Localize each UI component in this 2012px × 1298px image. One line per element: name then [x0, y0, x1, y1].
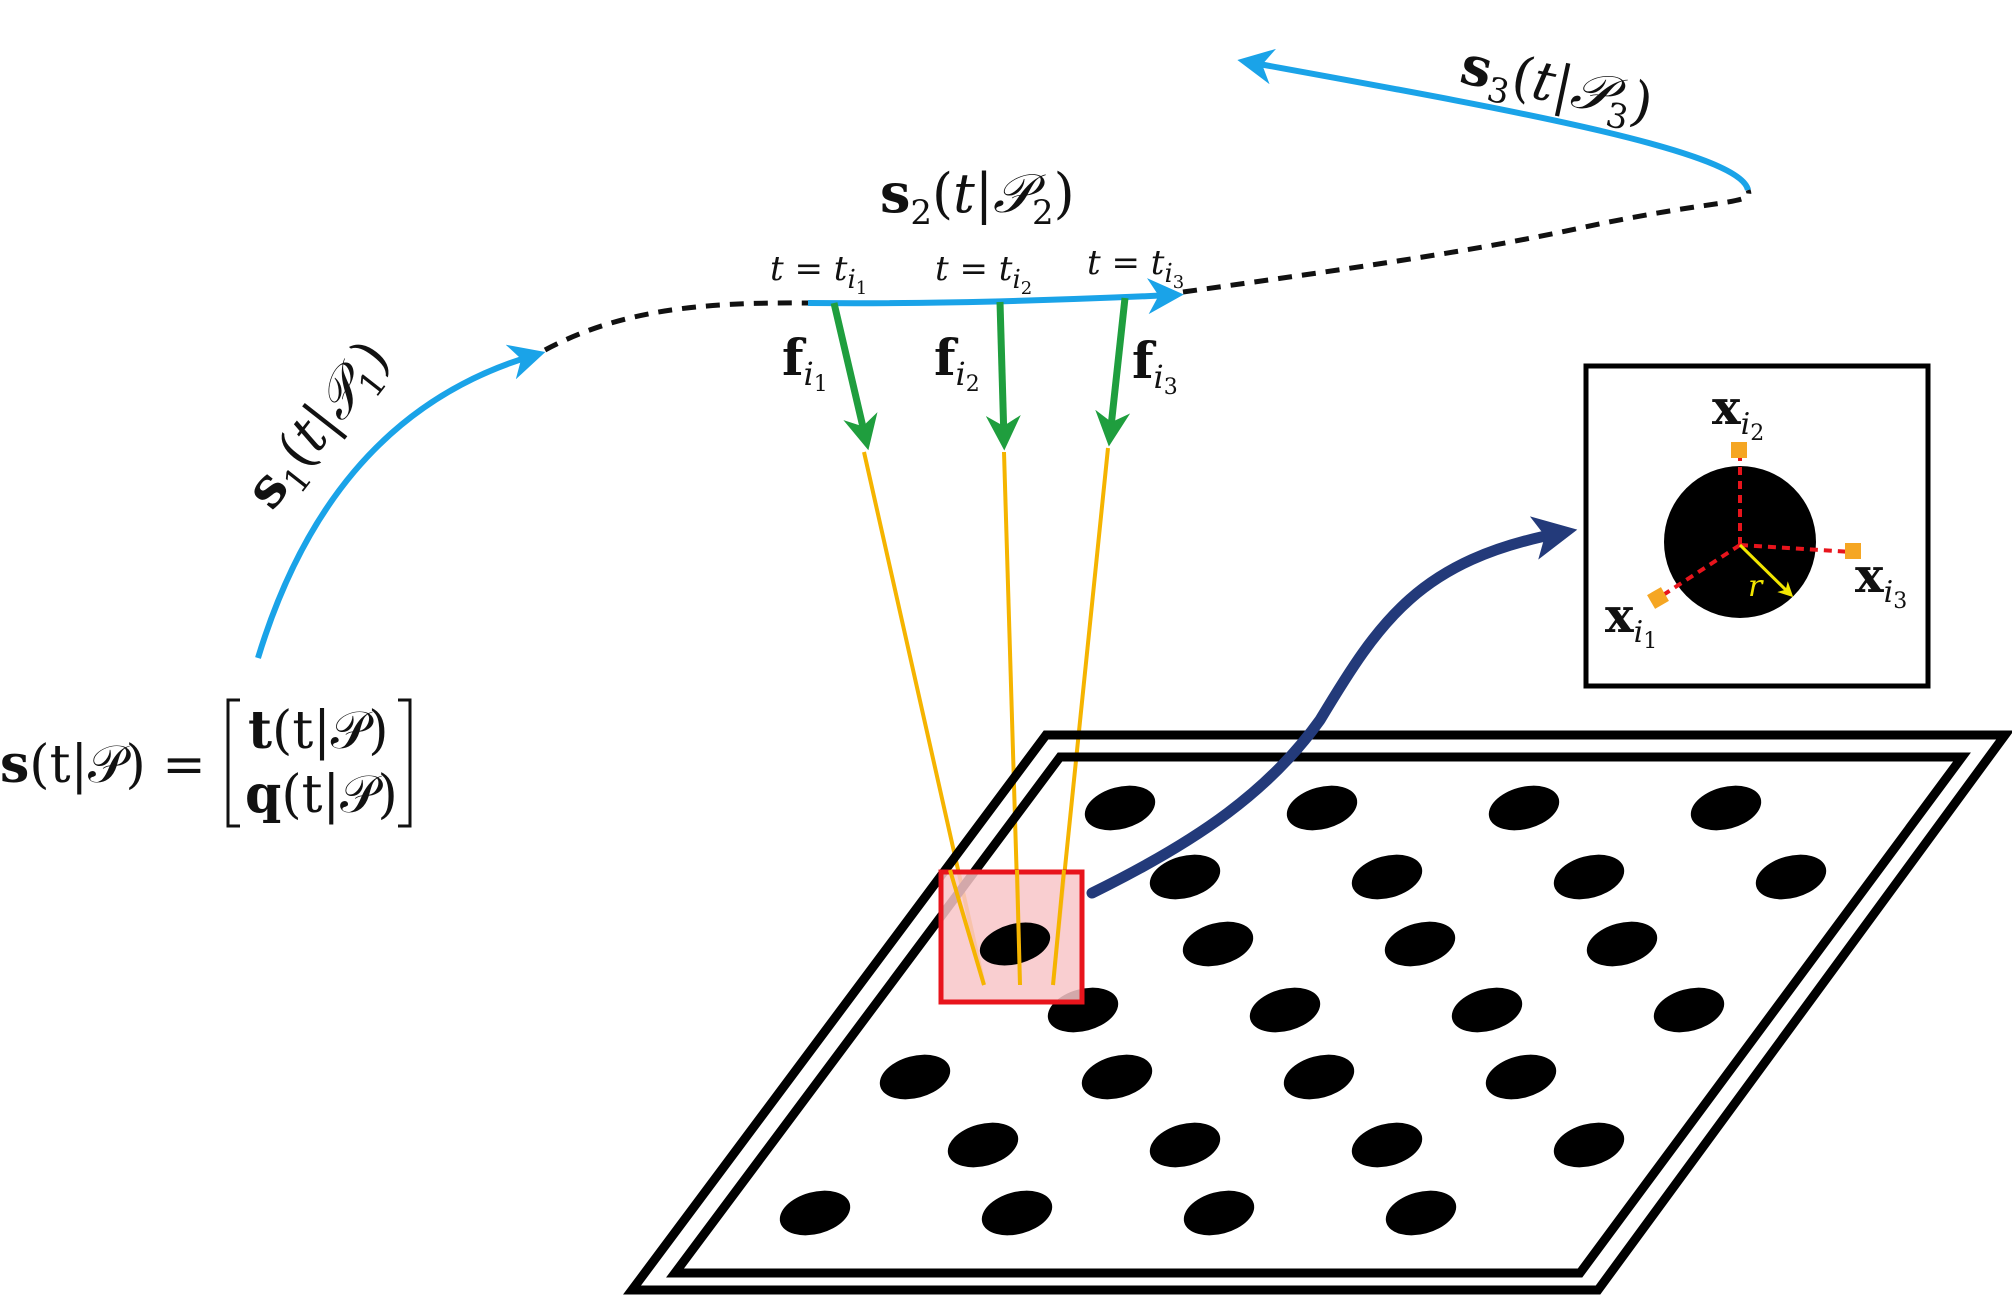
- trajectory-segment-2: [807, 278, 1184, 315]
- board-dot: [1485, 1054, 1557, 1100]
- board-dot: [1084, 785, 1156, 831]
- board-dot: [1283, 1054, 1355, 1100]
- board-dot: [1384, 921, 1456, 967]
- force-labels: fi1 fi2 fi3: [782, 328, 1178, 400]
- inset-label-x3: xi3: [1855, 548, 1907, 614]
- force-label-2: fi2: [934, 328, 980, 397]
- board-dot: [1451, 987, 1523, 1033]
- zoom-connector-arrow: [1086, 516, 1578, 899]
- force-vectors: [830, 297, 1131, 451]
- board-dot: [1183, 1190, 1255, 1236]
- board-dot: [1690, 785, 1762, 831]
- board-dot: [981, 1190, 1053, 1236]
- matrix-bracket-right: [398, 698, 412, 828]
- force-label-1: fi1: [782, 328, 828, 397]
- label-s3: s3(t|𝒫3): [1454, 32, 1659, 143]
- board-dot: [1488, 785, 1560, 831]
- s2-symbol: s: [880, 161, 910, 225]
- inset-label-x2: xi2: [1712, 380, 1764, 446]
- board-dot: [1351, 854, 1423, 900]
- equation-row-2: q(t|𝒫): [245, 764, 398, 825]
- board-dot: [1586, 921, 1658, 967]
- equation-lhs: s(t|𝒫) =: [0, 734, 206, 795]
- inset-label-x1: xi1: [1605, 588, 1657, 654]
- inset-point-2: [1731, 442, 1747, 458]
- svg-text:s3(t|𝒫3): s3(t|𝒫3): [1454, 32, 1659, 143]
- board-dot: [1351, 1122, 1423, 1168]
- board-dot: [1553, 1122, 1625, 1168]
- rays-over-highlight: [948, 869, 1066, 986]
- inset-point-1: [1647, 587, 1669, 609]
- board-dot: [1385, 1190, 1457, 1236]
- board-dot: [1286, 785, 1358, 831]
- matrix-bracket-left: [226, 698, 240, 828]
- zoom-inset: r xi2 xi3 xi1: [1583, 363, 1931, 689]
- trajectory: [255, 48, 1752, 659]
- force-arrow-3: [1095, 297, 1131, 447]
- board-dots: [779, 785, 1827, 1236]
- highlighted-dot: [979, 922, 1051, 966]
- board-dot: [1149, 1122, 1221, 1168]
- state-equation: s(t|𝒫) = t(t|𝒫) q(t|𝒫): [0, 698, 412, 828]
- force-arrow-2: [985, 301, 1021, 451]
- svg-text:s1(t|𝒫1): s1(t|𝒫1): [232, 327, 409, 525]
- board-dot: [1149, 854, 1221, 900]
- svg-text:s2(t|𝒫2): s2(t|𝒫2): [880, 161, 1075, 233]
- calibration-board: [623, 730, 2012, 1295]
- trajectory-segment-1: [255, 344, 546, 659]
- time-labels: t = ti1 t = ti2 t = ti3: [770, 243, 1184, 299]
- board-dot: [1553, 854, 1625, 900]
- board-dot: [1081, 1054, 1153, 1100]
- board-dot: [1755, 854, 1827, 900]
- board-dot: [1249, 987, 1321, 1033]
- inset-radius-arrow: [1738, 543, 1794, 598]
- label-s1: s1(t|𝒫1): [232, 327, 409, 525]
- trajectory-gap-2: [1182, 188, 1752, 295]
- time-label-2: t = ti2: [935, 249, 1032, 299]
- force-label-3: fi3: [1132, 331, 1178, 400]
- trajectory-gap-1: [543, 300, 809, 353]
- inset-label-r: r: [1748, 569, 1764, 604]
- inset-dashes: [1658, 452, 1853, 599]
- trajectory-segment-3: [1237, 48, 1751, 192]
- board-dot: [1182, 921, 1254, 967]
- inset-point-3: [1845, 543, 1861, 559]
- board-dot: [779, 1190, 851, 1236]
- board-dot: [1653, 987, 1725, 1033]
- force-arrow-1: [830, 302, 878, 451]
- time-label-3: t = ti3: [1087, 243, 1184, 293]
- board-dot: [879, 1054, 951, 1100]
- board-dot: [947, 1122, 1019, 1168]
- label-s2: s2(t|𝒫2): [880, 161, 1075, 233]
- board-outer-frame: [623, 730, 2012, 1295]
- equation-row-1: t(t|𝒫): [248, 700, 389, 761]
- time-label-1: t = ti1: [770, 249, 867, 299]
- board-inner-frame: [666, 752, 1971, 1278]
